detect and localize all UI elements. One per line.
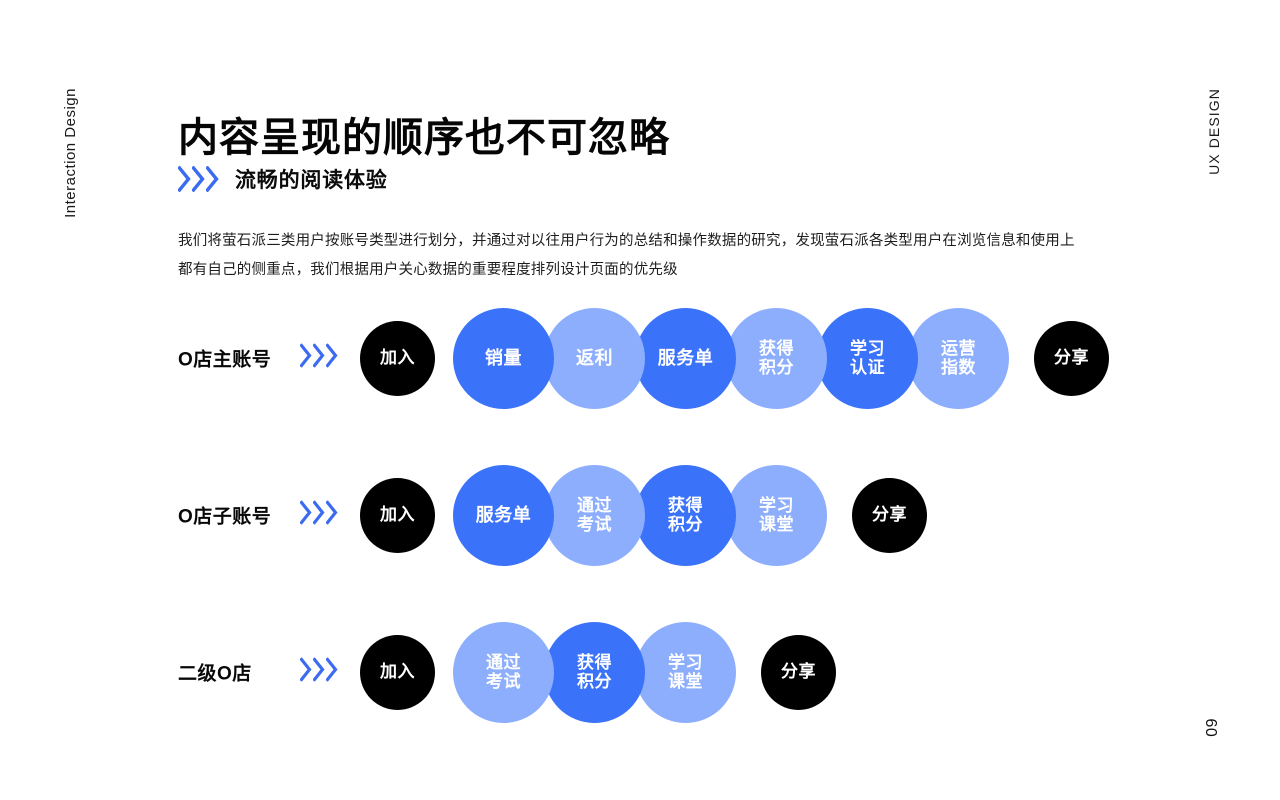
row-chevrons <box>300 343 338 373</box>
flow-stage-node[interactable]: 服务单 <box>635 307 736 409</box>
flow-stage-label: 销量 <box>485 347 522 368</box>
flow-stage-label: 通过 考试 <box>577 495 612 534</box>
flow-end-node[interactable]: 分享 <box>852 477 927 553</box>
row-chevrons <box>300 657 338 687</box>
flow-stage-node[interactable]: 获得 积分 <box>635 464 736 566</box>
section-subheading: 流畅的阅读体验 <box>178 164 388 194</box>
flow-stage-node[interactable]: 学习 认证 <box>817 307 918 409</box>
flow-end-label: 分享 <box>872 505 907 525</box>
flow-stage-node[interactable]: 获得 积分 <box>726 307 827 409</box>
flow-stage-node[interactable]: 销量 <box>453 307 554 409</box>
row-chevrons <box>300 500 338 530</box>
flow-stage-label: 通过 考试 <box>486 652 521 691</box>
flow-stage-node[interactable]: 运营 指数 <box>908 307 1009 409</box>
flow-start-label: 加入 <box>380 505 415 525</box>
flow-row-label: 二级O店 <box>178 663 252 685</box>
flow-end-label: 分享 <box>781 662 816 682</box>
triple-chevron-right-icon <box>300 500 338 525</box>
body-paragraph: 我们将萤石派三类用户按账号类型进行划分，并通过对以往用户行为的总结和操作数据的研… <box>178 232 1075 279</box>
subheading-label: 流畅的阅读体验 <box>235 169 388 192</box>
flow-end-node[interactable]: 分享 <box>761 634 836 710</box>
flow-stage-node[interactable]: 通过 考试 <box>544 464 645 566</box>
flow-stage-label: 学习 课堂 <box>668 652 703 691</box>
flow-row: O店子账号 加入 服务单 通过 考试 获得 积分 学习 课堂 <box>0 440 1280 590</box>
triple-chevron-right-icon <box>178 166 219 192</box>
flow-start-label: 加入 <box>380 348 415 368</box>
flow-stage-node[interactable]: 学习 课堂 <box>635 621 736 723</box>
flow-stage-label: 学习 课堂 <box>759 495 794 534</box>
flow-row-label: O店主账号 <box>178 349 272 371</box>
flow-stage-node[interactable]: 返利 <box>544 307 645 409</box>
flow-stage-label: 获得 积分 <box>668 495 703 534</box>
flow-end-node[interactable]: 分享 <box>1034 320 1109 396</box>
flow-stage-node[interactable]: 学习 课堂 <box>726 464 827 566</box>
flow-stage-label: 学习 认证 <box>850 338 885 377</box>
flow-stage-label: 获得 积分 <box>577 652 612 691</box>
flow-stage-node[interactable]: 获得 积分 <box>544 621 645 723</box>
page-title: 内容呈现的顺序也不可忽略 <box>178 115 670 160</box>
flow-start-node[interactable]: 加入 <box>360 634 435 710</box>
triple-chevron-right-icon <box>300 657 338 682</box>
triple-chevron-right-icon <box>300 343 338 368</box>
flow-start-label: 加入 <box>380 662 415 682</box>
flow-stage-label: 服务单 <box>475 504 532 525</box>
flow-end-label: 分享 <box>1054 348 1089 368</box>
flow-stage-label: 获得 积分 <box>759 338 794 377</box>
flow-stage-node[interactable]: 通过 考试 <box>453 621 554 723</box>
flow-row: 二级O店 加入 通过 考试 获得 积分 学习 课堂 分享 <box>0 597 1280 747</box>
flow-stage-label: 运营 指数 <box>941 338 976 377</box>
flow-stage-label: 服务单 <box>657 347 714 368</box>
flow-stage-node[interactable]: 服务单 <box>453 464 554 566</box>
flow-row-label: O店子账号 <box>178 506 272 528</box>
flow-row: O店主账号 加入 销量 返利 服务单 获得 积分 <box>0 283 1280 433</box>
flow-stage-label: 返利 <box>576 347 613 368</box>
flow-start-node[interactable]: 加入 <box>360 477 435 553</box>
flow-start-node[interactable]: 加入 <box>360 320 435 396</box>
